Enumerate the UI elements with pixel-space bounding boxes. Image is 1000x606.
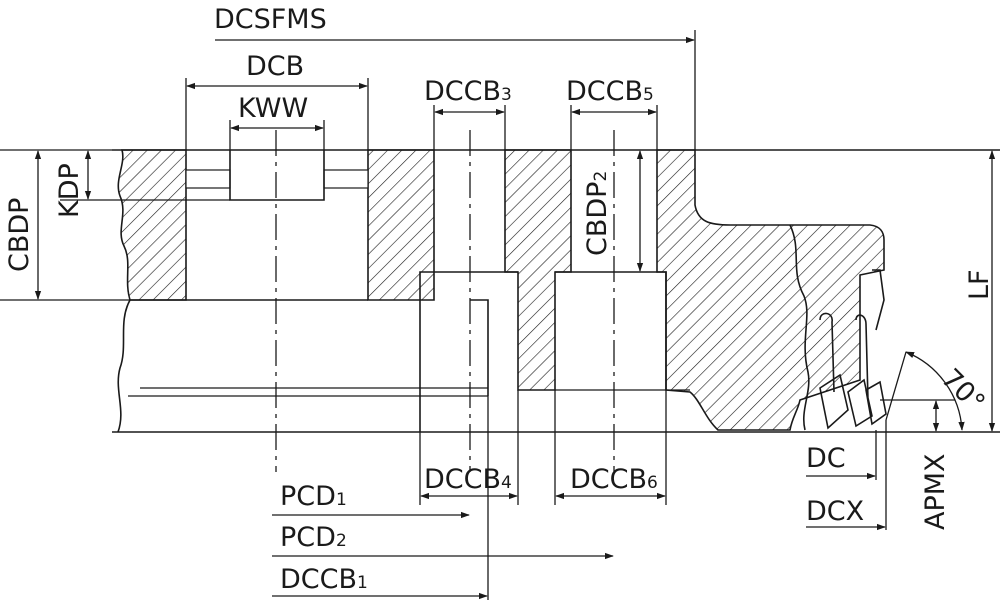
label-pcd1: PCD1 [280,481,347,512]
dimension-lines [34,36,996,600]
label-dccb4: DCCB4 [424,464,512,495]
section-middle-block [504,149,572,391]
section-center-block [367,149,435,301]
cross-section [117,149,885,431]
label-dc: DC [806,443,846,474]
body-outline [112,149,1000,433]
label-dccb1: DCCB1 [280,564,368,595]
label-dccb3: DCCB3 [424,76,512,107]
label-dcx: DCX [806,496,864,527]
label-pcd2: PCD2 [280,522,347,553]
angle-arc [905,351,965,431]
angle-leader [885,351,907,421]
label-kdp: KDP [54,163,85,218]
label-dccb5: DCCB5 [566,76,654,107]
label-dcsfms: DCSFMS [214,4,327,35]
section-right-body [656,149,885,431]
label-angle: 70° [935,363,991,419]
label-dccb6: DCCB6 [570,464,658,495]
label-cbdp: CBDP [4,198,35,272]
label-lf: LF [964,269,995,300]
label-apmx: APMX [920,453,951,530]
label-cbdp2: CBDP2 [582,171,613,256]
section-left-block [117,149,187,301]
label-kww: KWW [238,93,308,124]
center-lines [275,130,615,472]
label-dcb: DCB [246,51,304,82]
insert-teeth [819,269,887,430]
